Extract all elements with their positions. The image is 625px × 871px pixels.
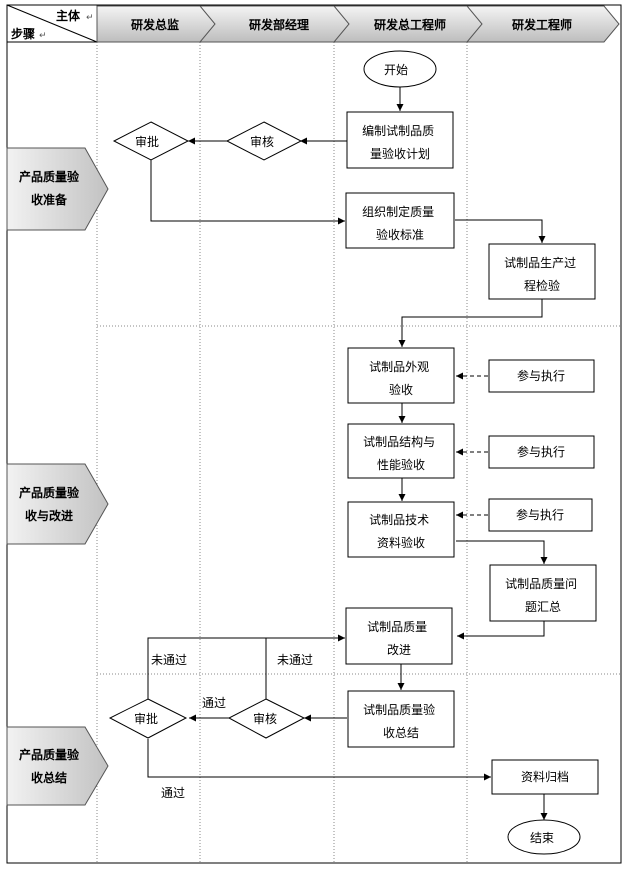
phase-label-1a-line1: 产品质量验 (19, 169, 80, 184)
issue-summary-line1: 试制品质量问 (505, 576, 577, 591)
make-standard-box (345, 192, 455, 249)
approve1-label: 审批 (135, 134, 159, 149)
start-label: 开始 (384, 63, 408, 77)
phase-label-2a-line1: 产品质量验 (19, 485, 80, 500)
fail-approve-label: 未通过 (151, 653, 187, 667)
make-standard-label: 组织制定质量 验收标准 (362, 204, 438, 242)
make-standard-line2: 验收标准 (376, 227, 424, 242)
phase-label-1a-line2: 收准备 (31, 192, 68, 207)
phase-shape-1 (6, 147, 109, 231)
lane-title-2: 研发部经理 (249, 17, 309, 32)
header-row: 主体 步骤 ↵ ↵ 研发总监 研发部经理 研发总工程师 研发工程师 (6, 4, 620, 43)
phase-label-1a: 产品质量验收准备 (19, 169, 80, 207)
appearance-line1: 试制品外观 (369, 359, 429, 374)
approve1-diamond (112, 121, 190, 161)
summary-box (347, 690, 455, 748)
tech-docs-label: 试制品技术 资料验收 (369, 512, 433, 550)
review2-label: 审核 (253, 711, 277, 726)
edge-labels: 未通过 未通过 通过 通过 (151, 653, 313, 800)
issue-summary-box (489, 564, 597, 622)
structure-line2: 性能验收 (377, 457, 425, 472)
inspect-process-line1: 试制品生产过 (504, 255, 576, 270)
nodes (108, 50, 599, 855)
tech-docs-line2: 资料验收 (377, 535, 425, 550)
improve-label: 试制品质量 改进 (367, 619, 431, 657)
participate3-label: 参与执行 (516, 507, 564, 522)
archive-box (491, 759, 599, 795)
inspect-process-line2: 程检验 (524, 278, 560, 293)
structure-line1: 试制品结构与 (363, 434, 435, 449)
tech-docs-line1: 试制品技术 (369, 512, 429, 527)
appearance-label: 试制品外观 验收 (369, 359, 433, 397)
participate2-label: 参与执行 (517, 444, 565, 459)
appearance-line2: 验收 (389, 382, 413, 397)
table-frame (6, 4, 622, 864)
phase-labels: 产品质量验收准备 产品质量验收与改进 产品质量验收总结 (6, 147, 109, 806)
phase-label-3a-line2: 收总结 (31, 770, 67, 785)
fail-review-label: 未通过 (277, 653, 313, 667)
edge-inspect-appearance (398, 299, 543, 347)
start-terminator (363, 50, 437, 88)
structure-box (347, 423, 455, 479)
corner-steps-label: 步骤 (11, 26, 35, 41)
phase-label-3a: 产品质量验收总结 (19, 747, 80, 785)
review1-label: 审核 (250, 134, 274, 149)
participate3-box (488, 498, 593, 532)
structure-label: 试制品结构与 性能验收 (363, 434, 439, 472)
archive-label: 资料归档 (521, 770, 569, 784)
corner-subject-label: 主体 (56, 8, 81, 23)
review1-diamond (225, 121, 303, 161)
summary-label: 试制品质量验 收总结 (363, 702, 439, 740)
compile-plan-label: 编制试制品质 量验收计划 (362, 123, 438, 161)
phase-label-3a-line1: 产品质量验 (19, 747, 80, 762)
edge-issues-improve (457, 621, 545, 640)
lane-title-1: 研发总监 (131, 17, 179, 32)
end-label: 结束 (530, 831, 554, 845)
edge-docs-issues (456, 540, 548, 564)
review2-diamond (227, 698, 306, 739)
edge-standard-inspect (455, 219, 546, 243)
inspect-process-label: 试制品生产过 程检验 (504, 255, 580, 293)
compile-plan-line1: 编制试制品质 (362, 123, 434, 138)
appearance-box (347, 347, 455, 404)
approve2-diamond (108, 698, 188, 739)
corner-diagonal (6, 4, 98, 43)
edge-approve-pass (147, 739, 491, 781)
phase-label-2a: 产品质量验收与改进 (19, 485, 80, 523)
approve2-label: 审批 (134, 711, 158, 726)
issue-summary-label: 试制品质量问 题汇总 (505, 576, 581, 614)
phase-shape-3 (6, 726, 109, 806)
improve-box (345, 607, 453, 665)
summary-line2: 收总结 (383, 726, 419, 740)
edge-approve-fail (147, 634, 345, 699)
participate2-box (488, 435, 595, 469)
phase-shape-2 (6, 463, 109, 545)
participate1-box (488, 359, 595, 393)
issue-summary-line2: 题汇总 (525, 600, 561, 614)
lane-title-3: 研发总工程师 (374, 17, 446, 32)
pass-review-label: 通过 (202, 696, 226, 710)
phase-label-2a-line2: 收与改进 (25, 508, 73, 523)
edge-approve-standard (150, 160, 345, 225)
tech-docs-box (347, 501, 455, 558)
lane-dividers (96, 42, 621, 863)
improve-line1: 试制品质量 (367, 619, 427, 634)
compile-plan-box (346, 111, 454, 169)
end-terminator (507, 819, 581, 855)
make-standard-line1: 组织制定质量 (362, 204, 434, 219)
connectors (147, 87, 548, 820)
pass-approve-label: 通过 (161, 786, 185, 800)
node-labels: 开始 编制试制品质 量验收计划 审核 审批 组织制定质量 验收标准 试制品生产过… (134, 63, 581, 845)
improve-line2: 改进 (387, 643, 411, 657)
lane-title-4: 研发工程师 (512, 17, 572, 32)
compile-plan-line2: 量验收计划 (370, 146, 430, 161)
svg-text:↵: ↵ (39, 31, 47, 41)
svg-text:↵: ↵ (86, 13, 94, 23)
summary-line1: 试制品质量验 (363, 702, 435, 717)
participate1-label: 参与执行 (517, 368, 565, 383)
lane-header-4 (465, 5, 620, 43)
inspect-process-box (488, 243, 596, 300)
